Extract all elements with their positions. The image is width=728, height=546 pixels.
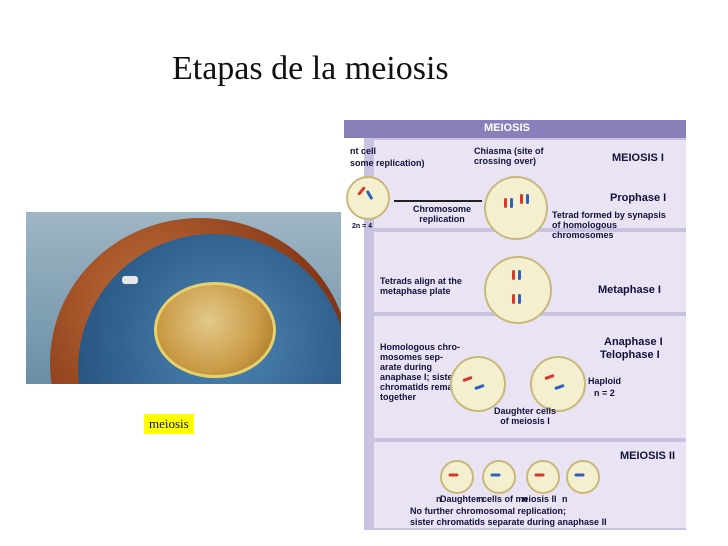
meiosis1-label: MEIOSIS I: [612, 152, 664, 164]
sister-separate-label: sister chromatids separate during anapha…: [410, 517, 607, 527]
chromosome: [520, 194, 523, 204]
n-label-4: n: [562, 494, 568, 504]
caption-label: meiosis: [144, 414, 194, 434]
n-label-3: n: [522, 494, 528, 504]
chromosome: [518, 270, 521, 280]
chromosome: [526, 194, 529, 204]
parent-cell-label: nt cell: [350, 146, 377, 156]
telophase-label: Telophase I: [600, 349, 660, 361]
chromosome: [510, 198, 513, 208]
chromosome-number: 2n = 4: [352, 223, 373, 230]
daughter-cell-2a: [440, 460, 474, 494]
diagram-left-strip: [344, 120, 364, 530]
parent-cell-sub: some replication): [350, 158, 425, 168]
anaphase-label: Anaphase I: [604, 336, 663, 348]
metaphase-cell: [484, 256, 552, 324]
cell-illustration: [26, 212, 341, 384]
n-label-2: n: [478, 494, 484, 504]
diagram-header-title: MEIOSIS: [484, 122, 530, 134]
chromosome: [504, 198, 507, 208]
n-label-1: n: [436, 494, 442, 504]
slide-title: Etapas de la meiosis: [172, 50, 449, 87]
metaphase-label: Metaphase I: [598, 284, 661, 296]
no-further-label: No further chromosomal replication;: [410, 506, 567, 516]
daughter-cell-1b: [530, 356, 586, 412]
tetrads-align-label: Tetrads align at the metaphase plate: [380, 276, 462, 296]
chromosome: [512, 294, 515, 304]
nucleus: [154, 282, 276, 378]
daughter-cell-2d: [566, 460, 600, 494]
replication-arrow: [394, 200, 482, 202]
meiosis-diagram: MEIOSIS nt cell some replication) 2n = 4…: [344, 120, 686, 530]
meiosis2-label: MEIOSIS II: [620, 450, 676, 462]
chromosome-replication: Chromosome replication: [412, 204, 471, 224]
daughter-cell-1a: [450, 356, 506, 412]
daughter-cells-2-label: Daughter cells of meiosis II: [440, 494, 557, 504]
n-value-label: n = 2: [594, 388, 615, 398]
centriole: [122, 276, 138, 284]
chromosome: [574, 473, 585, 477]
chromosome: [518, 294, 521, 304]
chiasma-label: Chiasma (site of crossing over): [474, 146, 544, 166]
prophase-label: Prophase I: [610, 192, 667, 204]
daughter-cells-1-label: Daughter cells of meiosis I: [493, 406, 557, 426]
chromosome: [512, 270, 515, 280]
daughter-cell-2c: [526, 460, 560, 494]
diagram-header: MEIOSIS: [344, 120, 686, 138]
chromosome: [448, 473, 459, 477]
daughter-cell-2b: [482, 460, 516, 494]
homologous-separate-label: Homologous chro- mosomes sep- arate duri…: [380, 342, 461, 402]
parent-cell: [346, 176, 390, 220]
chromosome: [490, 473, 501, 477]
haploid-label: Haploid: [588, 376, 621, 386]
tetrad-formed-label: Tetrad formed by synapsis of homologous …: [552, 210, 666, 240]
chromosome: [534, 473, 545, 477]
prophase-cell: [484, 176, 548, 240]
